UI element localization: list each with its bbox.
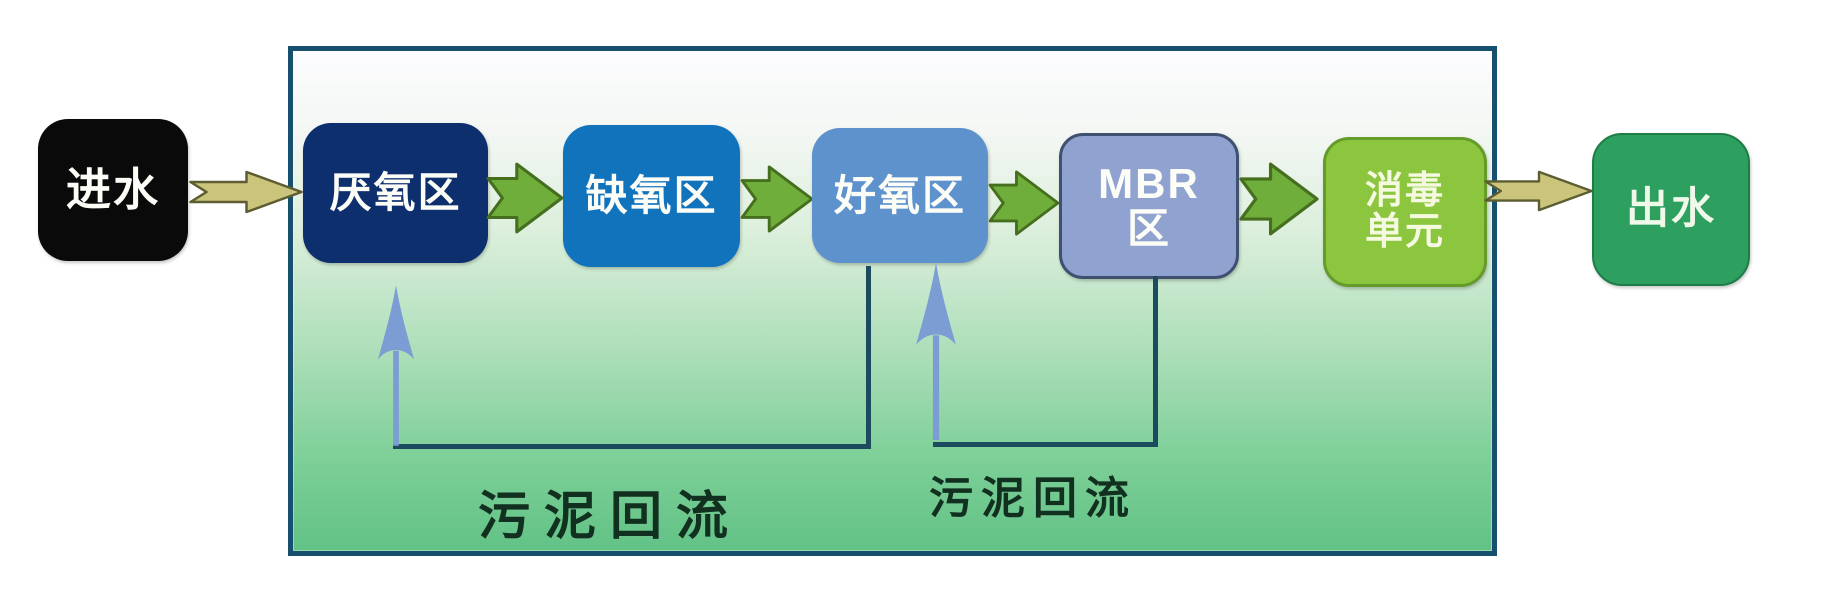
box-effluent: 出水 — [1592, 133, 1750, 286]
box-anoxic-label: 缺氧区 — [585, 172, 718, 220]
flow-arrow-icon-3 — [988, 170, 1060, 236]
box-aerobic-zone: 好氧区 — [812, 128, 988, 263]
box-disinfection-label-line2: 单元 — [1364, 211, 1445, 253]
recycle-up-arrow-icon-2 — [916, 263, 956, 440]
box-anaerobic-zone: 厌氧区 — [303, 123, 488, 263]
influent-arrow-icon — [189, 170, 303, 214]
box-effluent-label: 出水 — [1626, 185, 1716, 234]
box-disinfection-unit: 消毒 单元 — [1323, 137, 1487, 287]
recycle-up-arrow-icon-1 — [377, 285, 415, 446]
box-anoxic-zone: 缺氧区 — [563, 125, 740, 267]
box-influent: 进水 — [38, 119, 188, 261]
flow-arrow-icon-4 — [1239, 162, 1319, 236]
flow-arrow-icon-2 — [740, 165, 814, 233]
box-mbr-label-line1: MBR — [1098, 159, 1200, 207]
box-aerobic-label: 好氧区 — [833, 171, 966, 219]
sludge-return-label-1: 污泥回流 — [477, 488, 742, 546]
recycle-line-return1 — [393, 444, 871, 449]
recycle-line-return2 — [933, 442, 1158, 447]
recycle-line-mbr-down — [1153, 276, 1158, 444]
box-influent-label: 进水 — [65, 163, 160, 215]
flow-arrow-icon-1 — [486, 162, 564, 234]
box-mbr-label-line2: 区 — [1126, 205, 1171, 252]
box-anaerobic-label: 厌氧区 — [329, 169, 462, 217]
box-mbr-zone: MBR 区 — [1059, 133, 1239, 279]
effluent-arrow-icon — [1484, 170, 1593, 212]
box-disinfection-label-line1: 消毒 — [1364, 169, 1445, 212]
sludge-return-label-2: 污泥回流 — [929, 474, 1137, 523]
recycle-line-aerobic-down — [866, 266, 871, 446]
